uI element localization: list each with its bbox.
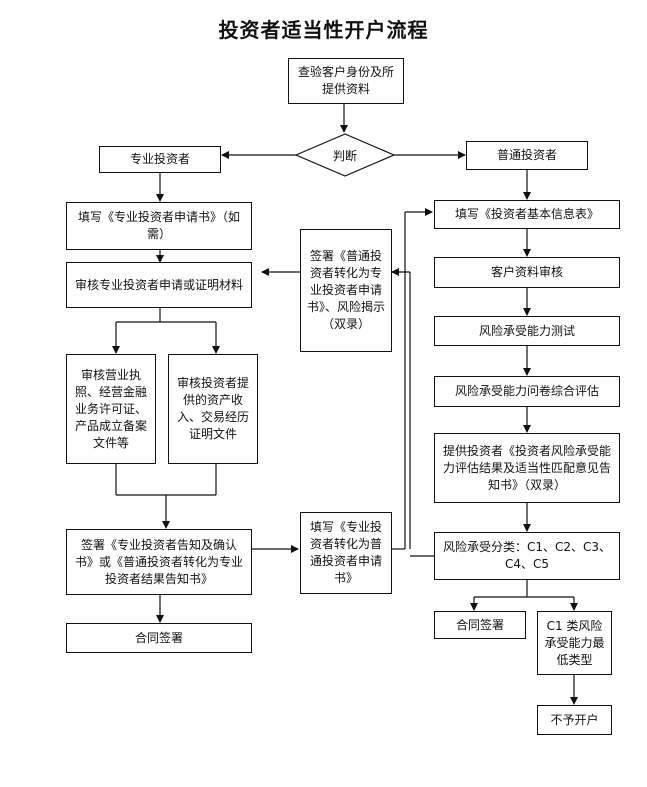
sign-conversion-application-box: 签署《普通投资者转化为专业投资者申请书》、风险揭示（双录） xyxy=(300,229,392,352)
review-license-box: 审核营业执照、经营金融业务许可证、产品成立备案文件等 xyxy=(66,354,156,464)
provide-assessment-notice-box: 提供投资者《投资者风险承受能力评估结果及适当性匹配意见告知书》（双录） xyxy=(434,433,620,503)
risk-classification-box: 风险承受分类：C1、C2、C3、C4、C5 xyxy=(434,532,620,580)
fill-conversion-application-box: 填写《专业投资者转化为普通投资者申请书》 xyxy=(300,512,392,594)
risk-tolerance-test-box: 风险承受能力测试 xyxy=(434,316,620,346)
review-customer-data-box: 客户资料审核 xyxy=(434,257,620,288)
judge-diamond xyxy=(294,133,396,177)
fill-basic-info-box: 填写《投资者基本信息表》 xyxy=(434,200,620,229)
professional-investor-box: 专业投资者 xyxy=(99,146,221,173)
contract-sign-right-box: 合同签署 xyxy=(434,611,526,639)
verify-identity-box: 查验客户身份及所提供资料 xyxy=(288,58,404,104)
contract-sign-left-box: 合同签署 xyxy=(66,623,252,653)
risk-questionnaire-eval-box: 风险承受能力问卷综合评估 xyxy=(434,376,620,407)
review-assets-box: 审核投资者提供的资产收入、交易经历证明文件 xyxy=(168,354,258,464)
judge-label: 判断 xyxy=(332,149,357,163)
c1-lowest-risk-box: C1 类风险承受能力最低类型 xyxy=(537,611,612,675)
page-title: 投资者适当性开户流程 xyxy=(218,18,429,42)
ordinary-investor-box: 普通投资者 xyxy=(466,141,588,170)
sign-professional-notice-box: 签署《专业投资者告知及确认书》或《普通投资者转化为专业投资者结果告知书》 xyxy=(66,529,252,595)
no-account-opening-box: 不予开户 xyxy=(537,705,612,735)
fill-professional-application-box: 填写《专业投资者申请书》（如需） xyxy=(66,202,252,250)
review-professional-application-box: 审核专业投资者申请或证明材料 xyxy=(66,262,252,308)
